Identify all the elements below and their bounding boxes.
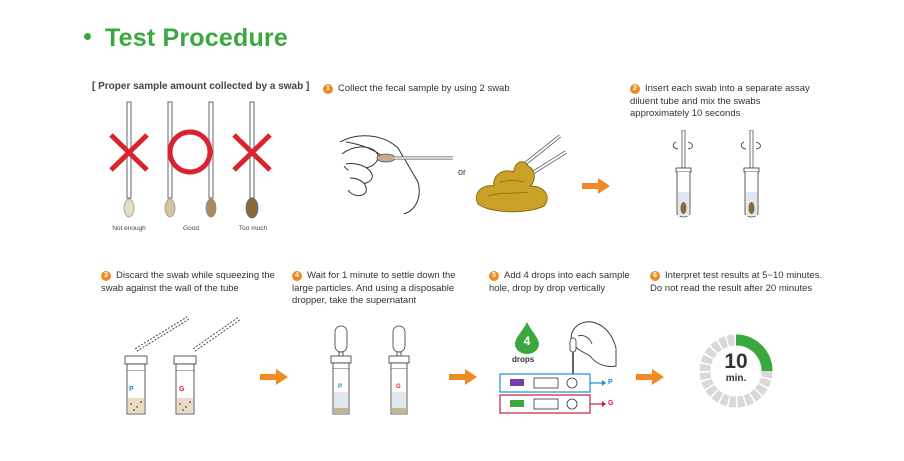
- arrow-right-icon: [636, 369, 664, 385]
- cassette-dropper-illustration: [499, 321, 617, 414]
- tube-left: [672, 130, 693, 218]
- tube-label-g: G: [179, 386, 185, 393]
- arrow-right-icon: [449, 369, 477, 385]
- dropper-tubes: [330, 325, 410, 415]
- swab-tip-4: [245, 197, 259, 219]
- tube-right: [740, 130, 761, 218]
- title-text: Test Procedure: [105, 24, 288, 52]
- hand-swab-illustration: [339, 135, 453, 215]
- step-1-text: Collect the fecal sample by using 2 swab: [338, 83, 510, 94]
- caption-too-much: Too much: [238, 225, 268, 232]
- arrow-right-icon: [582, 178, 610, 194]
- or-label: or: [458, 167, 467, 177]
- caption-not-enough: Not enough: [112, 225, 146, 232]
- drops-label: drops: [512, 355, 535, 364]
- diluent-tubes-mixing: [672, 130, 761, 218]
- step-1-number: 1: [323, 84, 333, 94]
- timer-icon: [699, 334, 773, 408]
- swab-tip-1: [123, 198, 135, 218]
- tube-label-p: P: [129, 386, 134, 393]
- swab-tip-3: [205, 198, 217, 218]
- open-tube-g: [173, 355, 197, 415]
- step-4-number: 4: [292, 271, 302, 281]
- swab-tip-2: [164, 198, 176, 218]
- sample-heading: [ Proper sample amount collected by a sw…: [92, 81, 310, 92]
- timer-unit: min.: [725, 373, 747, 384]
- dropper-tube-label-p: P: [338, 384, 343, 390]
- title-bullet: [84, 32, 91, 40]
- correct-circle: [167, 129, 213, 175]
- step-5-number: 5: [489, 271, 499, 281]
- cassette-label-g: G: [608, 400, 614, 407]
- caption-good: Good: [183, 225, 199, 232]
- step-6-number: 6: [650, 271, 660, 281]
- drop-icon: [515, 322, 539, 354]
- step-4-text: Wait for 1 minute to settle down the lar…: [292, 270, 456, 306]
- timer-value: 10: [724, 350, 748, 373]
- dropper-tube-label-g: G: [396, 384, 401, 390]
- page-title: Test Procedure: [84, 24, 288, 53]
- dropper-tube-right: [388, 325, 410, 415]
- cassette-label-p: P: [608, 379, 613, 386]
- step-2-text: Insert each swab into a separate assay d…: [630, 83, 810, 119]
- step-3-text: Discard the swab while squeezing the swa…: [101, 270, 275, 294]
- step-3-number: 3: [101, 271, 111, 281]
- swab-comparison-graphic: [109, 101, 272, 219]
- discard-swab-tubes: [124, 316, 242, 415]
- stool-sample-illustration: [476, 134, 567, 213]
- step-6-text: Interpret test results at 5~10 minutes. …: [650, 270, 823, 294]
- step-5-text: Add 4 drops into each sample hole, drop …: [489, 270, 630, 294]
- open-tube-p: [124, 355, 148, 415]
- arrow-right-icon: [260, 369, 288, 385]
- drops-count: 4: [523, 334, 531, 348]
- step-2-number: 2: [630, 84, 640, 94]
- dropper-tube-left: [330, 325, 352, 415]
- step-1: 1 Collect the fecal sample by using 2 swa…: [323, 83, 543, 96]
